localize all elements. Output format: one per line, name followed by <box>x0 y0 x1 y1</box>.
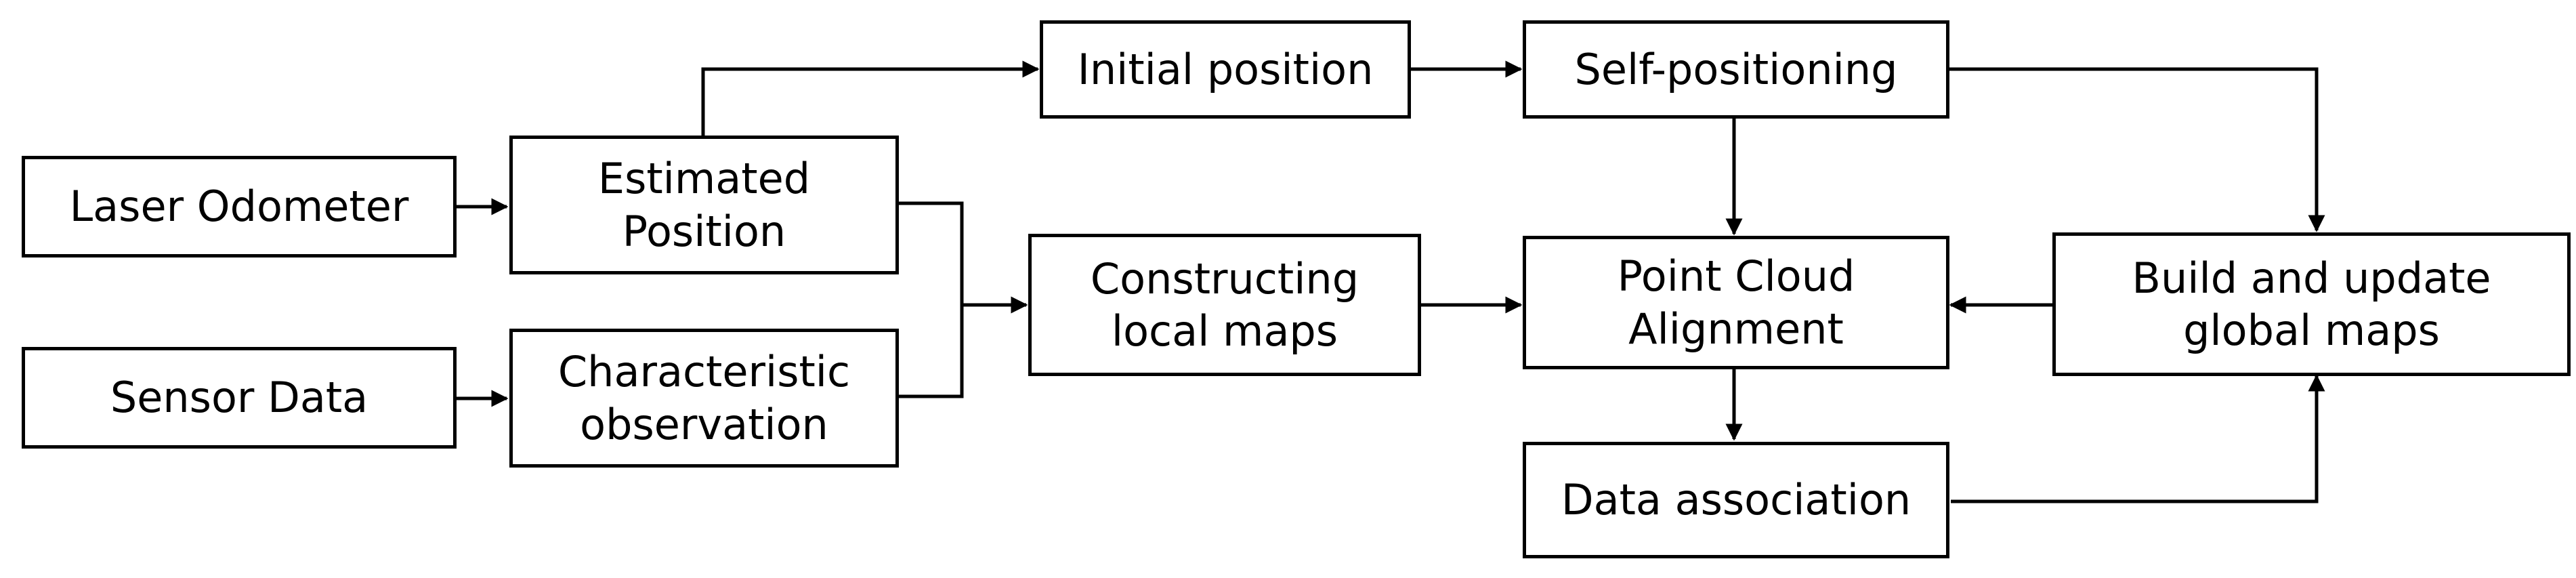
characteristic-observation-node: Characteristic observation <box>509 329 899 468</box>
sensor-data-node: Sensor Data <box>22 347 457 449</box>
initial-position-node: Initial position <box>1040 20 1411 119</box>
point-cloud-alignment-node: Point Cloud Alignment <box>1523 236 1949 369</box>
edge-estimated-position-to-initial-position <box>701 60 1040 136</box>
edge-self-positioning-to-build-update-global-maps <box>1947 67 2325 232</box>
laser-odometer-node: Laser Odometer <box>22 156 457 257</box>
constructing-local-maps-node: Constructing local maps <box>1028 234 1421 376</box>
edge-data-association-to-build-update-global-maps <box>1951 374 2325 503</box>
estimated-position-node: Estimated Position <box>509 136 899 274</box>
data-association-node: Data association <box>1523 442 1949 558</box>
build-update-global-maps-node: Build and update global maps <box>2052 232 2571 376</box>
edge-characteristic-observation-to-constructing-local-maps <box>898 305 964 398</box>
self-positioning-node: Self-positioning <box>1523 20 1949 119</box>
edge-estimated-position-to-constructing-local-maps <box>898 201 1028 314</box>
